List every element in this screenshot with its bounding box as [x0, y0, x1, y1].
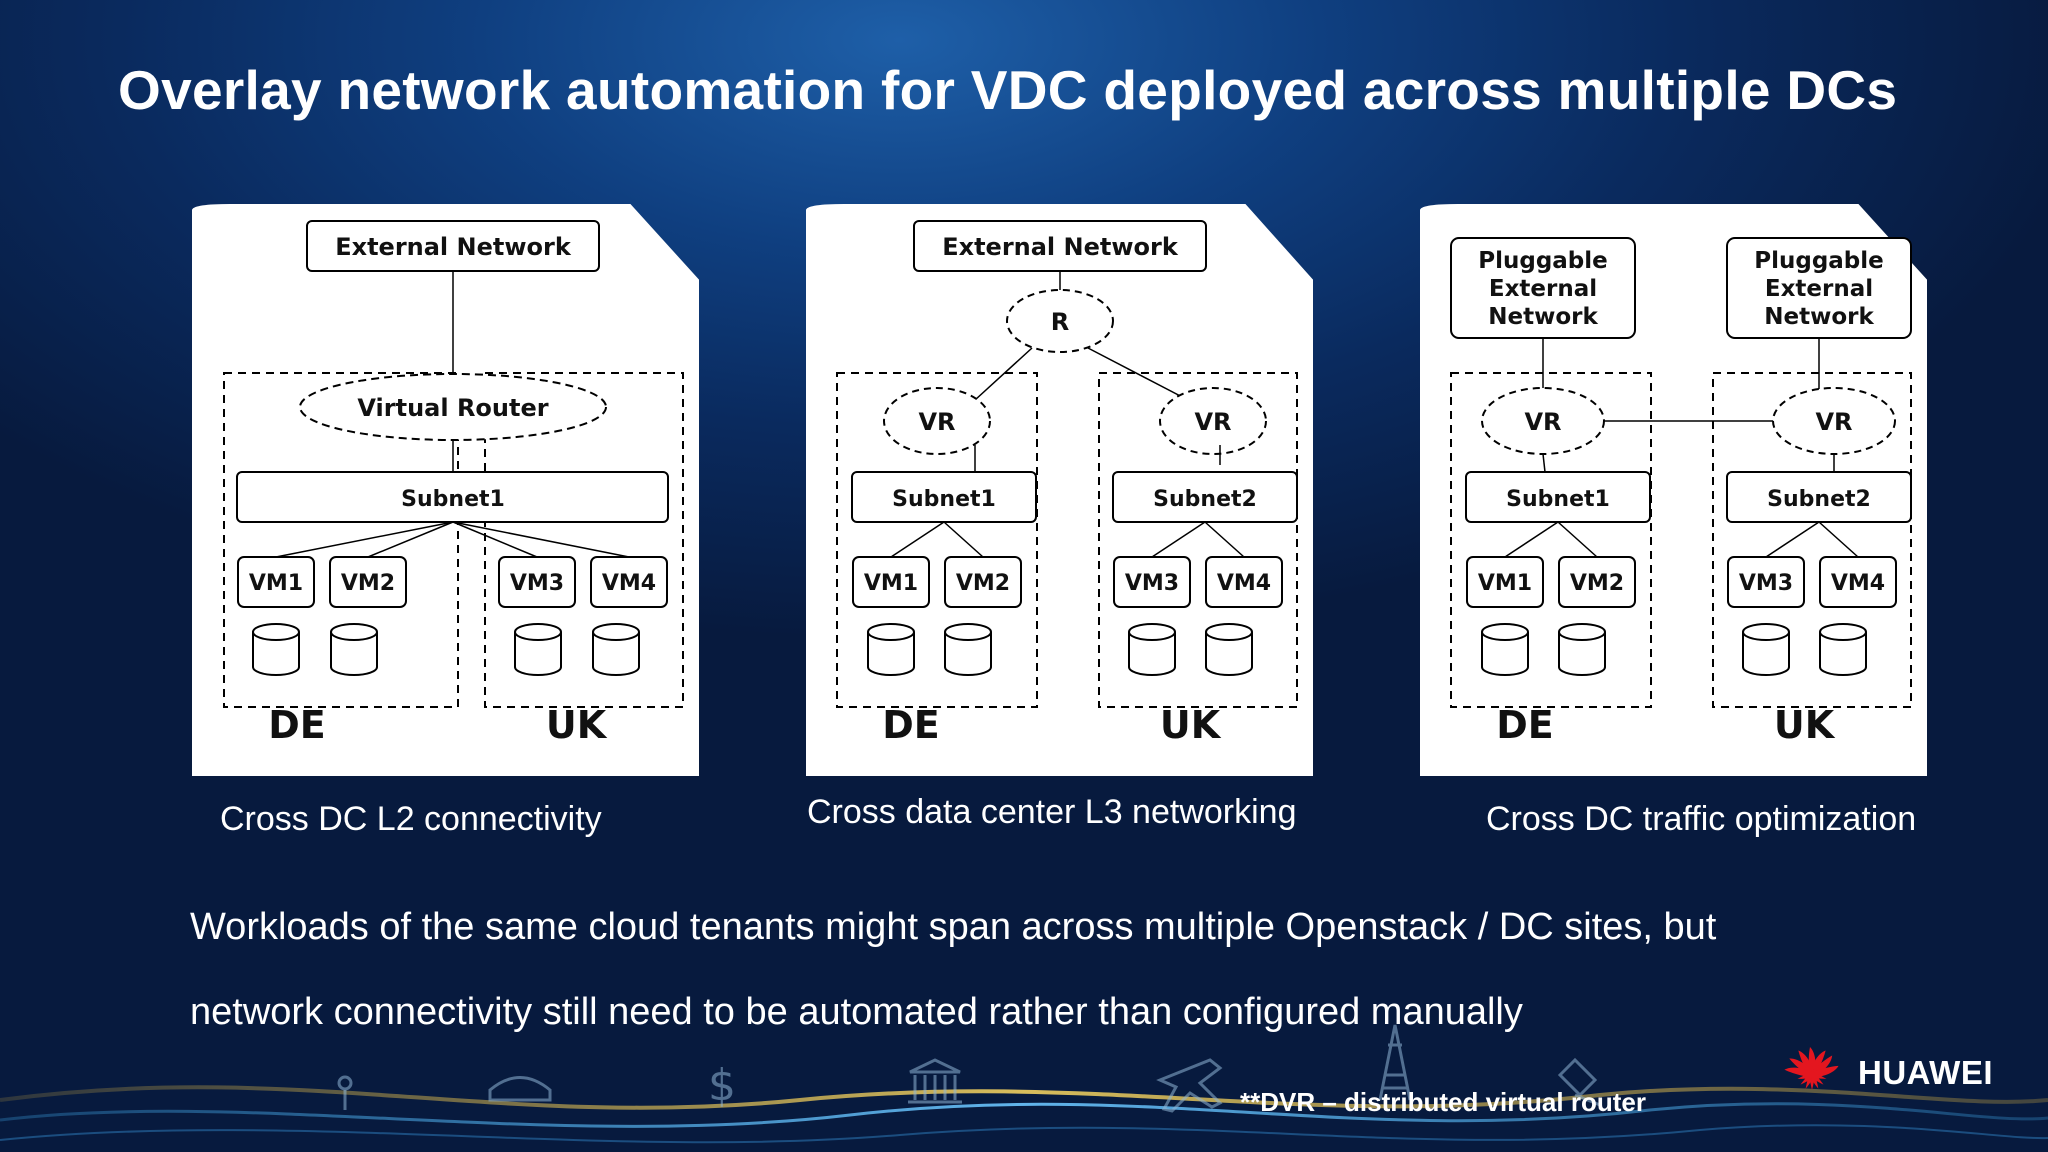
- core-router-node: [1006, 289, 1114, 353]
- vm3-box: [1113, 556, 1191, 608]
- caption-l2: Cross DC L2 connectivity: [220, 800, 602, 838]
- vm2-box: [944, 556, 1022, 608]
- vm1-box: [852, 556, 930, 608]
- subnet2-label: Subnet2: [1767, 487, 1871, 512]
- airplane-icon: [1156, 1058, 1223, 1113]
- bank-icon: [908, 1058, 962, 1104]
- vm4-label: VM4: [1831, 571, 1885, 596]
- storage-icons: [252, 623, 640, 676]
- external-network-label: External Network: [942, 233, 1179, 261]
- storage-icons: [867, 623, 1253, 676]
- site-de-label: DE: [1496, 703, 1554, 747]
- vm3-label: VM3: [1125, 571, 1179, 596]
- site-uk-region: [1712, 372, 1912, 708]
- caption-traffic: Cross DC traffic optimization: [1486, 800, 1917, 838]
- car-icon: [488, 1076, 552, 1102]
- vm4-label: VM4: [602, 571, 656, 596]
- site-de-label: DE: [882, 703, 940, 747]
- vm4-label: VM4: [1217, 571, 1271, 596]
- vm3-box: [1727, 556, 1805, 608]
- vr-de-node: [883, 387, 991, 455]
- vm1-label: VM1: [864, 571, 918, 596]
- vm4-box: [1205, 556, 1283, 608]
- site-uk-region: [1098, 372, 1298, 708]
- vr-uk-label: VR: [1194, 408, 1231, 436]
- vr-uk-label: VR: [1815, 408, 1852, 436]
- external-network-label: External Network: [335, 233, 572, 261]
- site-de-label: DE: [268, 703, 326, 747]
- diagram-l2: External Network Virtual Router Subnet1 …: [192, 204, 699, 776]
- vm2-box: [329, 556, 407, 608]
- subnet1-label: Subnet1: [401, 487, 505, 512]
- site-uk-label: UK: [1774, 703, 1836, 747]
- tool-icon: [1557, 1057, 1601, 1107]
- subnet1-label: Subnet1: [1506, 487, 1610, 512]
- virtual-router-label: Virtual Router: [357, 394, 548, 422]
- footnote: **DVR – distributed virtual router: [1240, 1087, 1646, 1117]
- brand-name: HUAWEI: [1858, 1054, 1993, 1091]
- body-line-1: Workloads of the same cloud tenants migh…: [190, 906, 1717, 948]
- tower-icon: [1378, 1024, 1412, 1101]
- core-router-label: R: [1051, 308, 1069, 336]
- huawei-logo-icon: [1784, 1047, 1839, 1090]
- dollar-icon: $: [708, 1060, 736, 1111]
- vm3-label: VM3: [1739, 571, 1793, 596]
- site-de-region: [836, 372, 1038, 708]
- storage-icons: [1481, 623, 1867, 676]
- vm1-label: VM1: [1478, 571, 1532, 596]
- vm4-box: [590, 556, 668, 608]
- vr-uk-node: [1159, 387, 1267, 455]
- site-uk-label: UK: [546, 703, 608, 747]
- caption-l3: Cross data center L3 networking: [807, 793, 1297, 831]
- site-uk-label: UK: [1160, 703, 1222, 747]
- subnet1-label: Subnet1: [892, 487, 996, 512]
- vm3-label: VM3: [510, 571, 564, 596]
- vm2-box: [1558, 556, 1636, 608]
- diagram-traffic-panel: [1420, 204, 1927, 776]
- site-de-region: [223, 372, 459, 708]
- vm1-box: [1466, 556, 1544, 608]
- vr-de-label: VR: [918, 408, 955, 436]
- site-uk-region: [484, 372, 684, 708]
- vm2-label: VM2: [1570, 571, 1624, 596]
- site-de-region: [1450, 372, 1652, 708]
- diagram-l3: External Network R VR VR Subnet1 Subnet2: [806, 204, 1313, 776]
- vr-de-label: VR: [1524, 408, 1561, 436]
- vm4-box: [1819, 556, 1897, 608]
- subnet2-label: Subnet2: [1153, 487, 1257, 512]
- vm2-label: VM2: [956, 571, 1010, 596]
- vm1-label: VM1: [249, 571, 303, 596]
- vm2-label: VM2: [341, 571, 395, 596]
- diagram-l3-panel: [806, 204, 1313, 776]
- vm1-box: [237, 556, 315, 608]
- body-line-2: network connectivity still need to be au…: [190, 991, 1523, 1033]
- vm3-box: [498, 556, 576, 608]
- person-icon: [337, 1075, 353, 1091]
- slide-title: Overlay network automation for VDC deplo…: [118, 59, 1898, 121]
